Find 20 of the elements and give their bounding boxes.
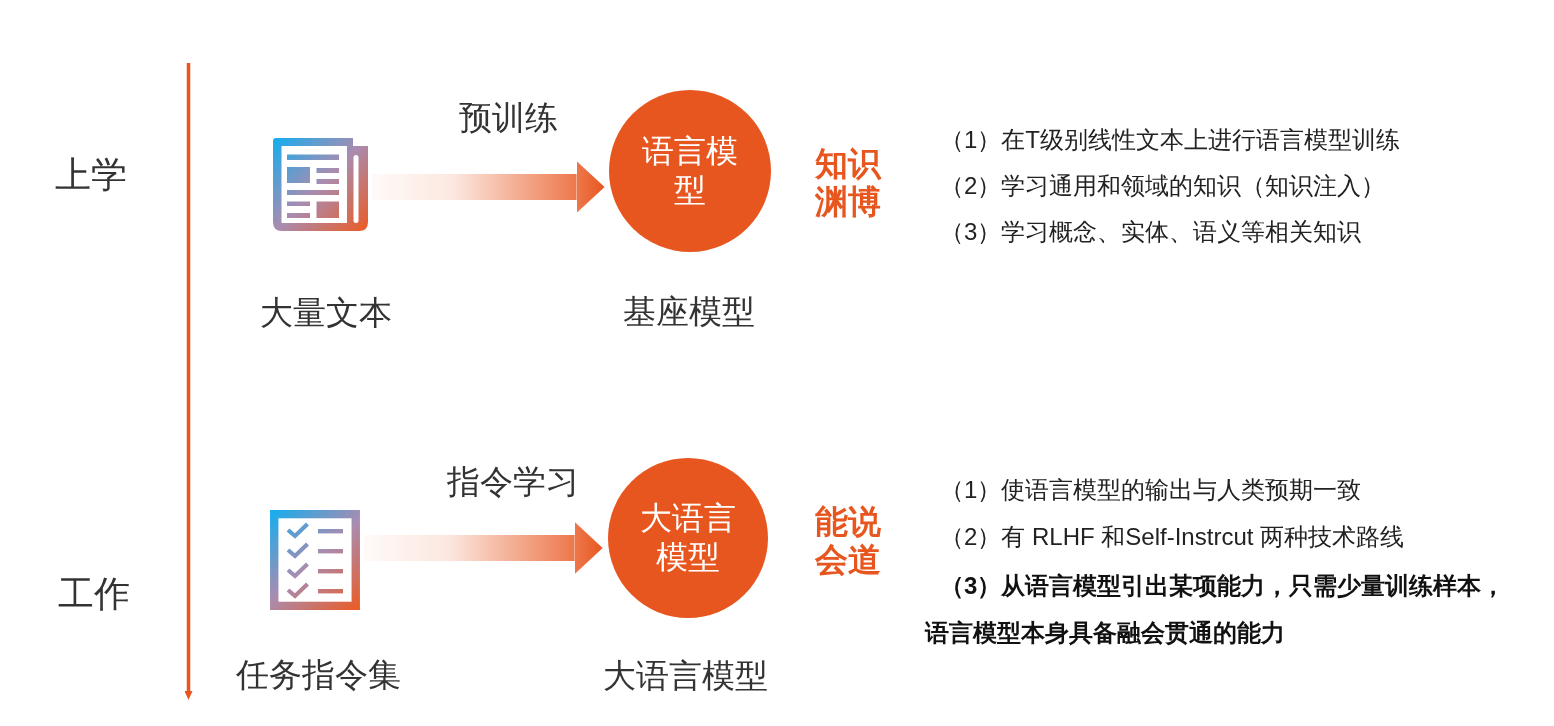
node-label: 大语言模型	[602, 656, 768, 696]
highlight-label: 知识渊博	[815, 145, 883, 221]
list-item: （1）在T级别线性文本上进行语言模型训练	[940, 125, 1400, 155]
model-circle: 语言模型	[609, 90, 771, 252]
list-item: （1）使语言模型的输出与人类预期一致	[940, 475, 1362, 505]
arrow	[364, 522, 603, 574]
list-item: （3）学习概念、实体、语义等相关知识	[940, 217, 1362, 247]
checklist-icon	[270, 510, 360, 610]
list-item: （3）从语言模型引出某项能力，只需少量训练样本，语言模型本身具备融会贯通的能力	[925, 570, 1507, 648]
node-label: 基座模型	[623, 292, 755, 332]
highlight-label: 能说会道	[815, 503, 882, 579]
newspaper-icon	[273, 138, 368, 231]
list-item: （2）有 RLHF 和Self-Instrcut 两种技术路线	[940, 522, 1405, 552]
row-label: 工作	[58, 572, 130, 616]
list-item: （2）学习通用和领域的知识（知识注入）	[940, 171, 1386, 201]
node-label: 大量文本	[260, 293, 392, 333]
model-circle: 大语言模型	[608, 458, 768, 618]
arrow	[372, 161, 605, 213]
node-label: 任务指令集	[235, 655, 401, 695]
row-label: 上学	[55, 153, 127, 197]
